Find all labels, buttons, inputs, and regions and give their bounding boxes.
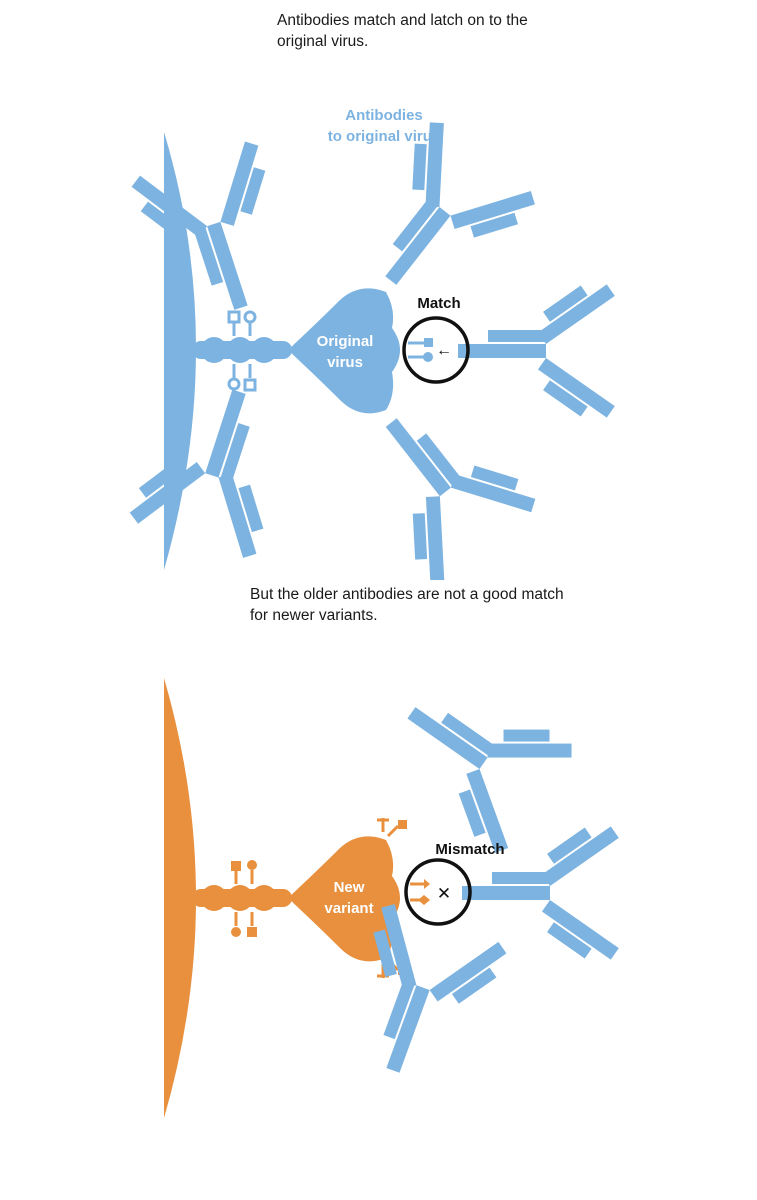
virus-body-icon	[288, 836, 400, 962]
antibodies-label-line2: to original virus	[328, 128, 441, 145]
virus-body-icon	[288, 288, 400, 414]
match-ring	[402, 316, 470, 384]
receptor-stalk-icon	[192, 310, 292, 392]
antibodies-label-line1: Antibodies	[345, 107, 423, 124]
host-cell-icon	[164, 132, 196, 570]
mismatch-label: Mismatch	[435, 841, 504, 858]
virus-label-line2: virus	[327, 354, 363, 371]
match-label: Match	[417, 295, 460, 312]
antibody-icon	[118, 134, 316, 332]
mismatch-ring	[404, 858, 472, 926]
original-virus-diagram: Original virus ← Match Antibodies to ori…	[116, 107, 615, 580]
antibody-icon	[366, 660, 585, 867]
caption-top: Antibodies match and latch on to the ori…	[277, 12, 528, 50]
match-arrow-icon: ←	[436, 342, 452, 359]
variant-label-line1: New	[334, 879, 365, 896]
antibody-icon	[116, 367, 314, 565]
new-variant-diagram: New variant ✕ Mismatch	[164, 660, 619, 1118]
variant-label-line2: variant	[324, 900, 373, 917]
mismatch-x-icon: ✕	[437, 884, 451, 903]
antibody-icon	[462, 814, 619, 972]
caption-bottom: But the older antibodies are not a good …	[250, 586, 564, 624]
receptor-stalk-icon	[192, 860, 292, 937]
antibody-icon	[458, 272, 615, 430]
host-cell-icon	[164, 678, 196, 1118]
virus-label-line1: Original	[317, 333, 374, 350]
